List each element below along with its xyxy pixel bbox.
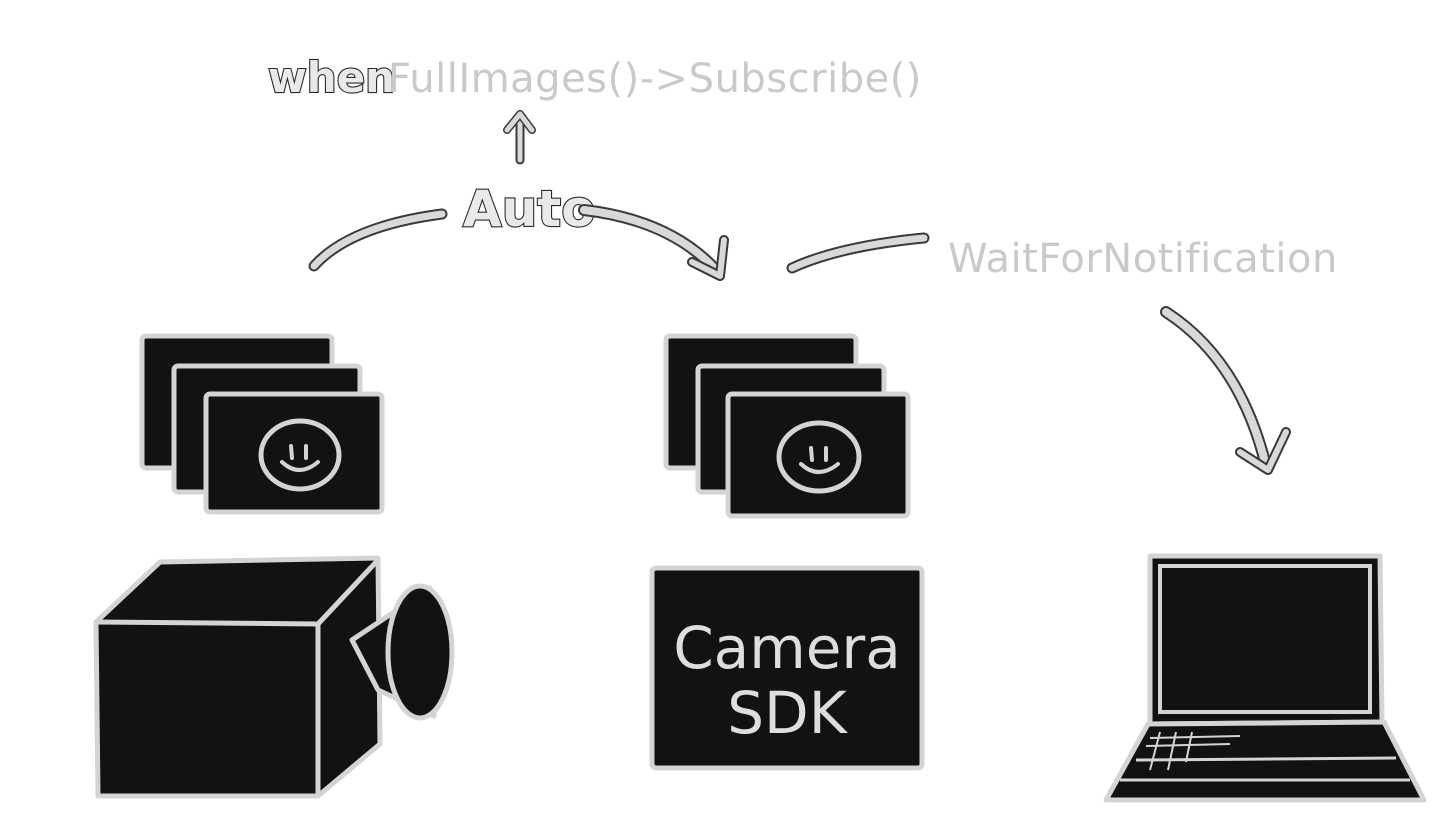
wait-for-notification-label: WaitForNotification (948, 236, 1338, 282)
camera-icon (93, 555, 455, 799)
sdk-label-line1: Camera (673, 614, 901, 682)
sdk-label-line2: SDK (727, 679, 848, 747)
subscribe-call-label: FullImages()->Subscribe() (388, 56, 922, 102)
camera-sdk-box: Camera SDK (649, 565, 925, 771)
laptop-icon (1103, 553, 1427, 803)
up-arrow (503, 110, 536, 165)
wait-left-curve (786, 232, 930, 274)
wait-to-laptop-arrow (1160, 306, 1291, 475)
auto-left-curve (308, 208, 448, 272)
image-stack-icon (139, 333, 385, 515)
auto-label: Auto (463, 180, 596, 238)
when-label: when (268, 53, 395, 102)
auto-to-sdk-arrow (578, 204, 729, 281)
image-stack-icon (663, 333, 911, 519)
